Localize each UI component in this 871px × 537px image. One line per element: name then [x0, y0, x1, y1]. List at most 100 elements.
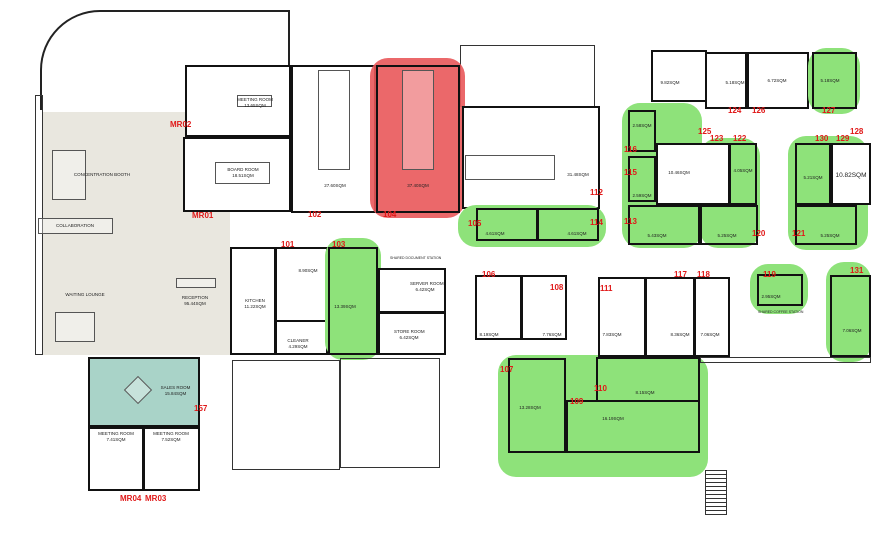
room-number-MR03[interactable]: MR03	[145, 494, 167, 503]
office-106-area: 8.19SQM	[479, 332, 499, 337]
room-number-117[interactable]: 117	[674, 270, 687, 279]
room-number-102[interactable]: 102	[308, 210, 322, 219]
office-114-area: 4.61SQM	[567, 231, 587, 236]
cleaner-label: CLEANER	[287, 338, 309, 343]
office-131-area: 7.06SQM	[842, 328, 862, 333]
office-124-area: 5.18SQM	[725, 80, 745, 85]
office-103	[328, 247, 378, 355]
occupied-highlight-104	[370, 58, 465, 218]
room-number-110[interactable]: 110	[594, 384, 607, 393]
room-number-105[interactable]: 105	[468, 219, 482, 228]
room-number-103[interactable]: 103	[332, 240, 346, 249]
collaboration-table	[38, 218, 113, 234]
room-number-114[interactable]: 114	[590, 218, 603, 227]
mr03-label: MEETING ROOM	[153, 431, 189, 436]
server-room	[378, 268, 446, 313]
open-office-104-area: 37.40SQM	[407, 183, 429, 188]
room-number-119[interactable]: 119	[763, 270, 776, 279]
building-shell-top-mid	[460, 45, 595, 107]
office-129	[831, 143, 871, 205]
sales-room-area: 15.84SQM	[164, 391, 187, 396]
meeting-room-top	[185, 65, 291, 137]
office-103-area: 13.39SQM	[334, 304, 356, 309]
corridor-exterior-wall	[700, 357, 871, 363]
office-116	[628, 110, 656, 152]
office-110	[596, 357, 700, 402]
room-number-104[interactable]: 104	[383, 210, 397, 219]
board-room	[183, 137, 291, 212]
office-120-area: 5.25SQM	[717, 233, 737, 238]
waiting-lounge-label: WAITING LOUNGE	[65, 292, 105, 297]
room-number-124[interactable]: 124	[728, 106, 742, 115]
office-108	[521, 275, 567, 340]
office-117-area: 8.36SQM	[670, 332, 690, 337]
office-110-area: 8.15SQM	[635, 390, 655, 395]
kitchen	[230, 247, 276, 355]
desk-cluster-112	[465, 155, 555, 180]
sales-room	[88, 357, 200, 427]
room-number-106[interactable]: 106	[482, 270, 496, 279]
room-number-MR04[interactable]: MR04	[120, 494, 142, 503]
meeting-room-top-label: MEETING ROOM	[237, 97, 273, 102]
room-number-127[interactable]: 127	[822, 106, 836, 115]
lounge-sofa	[55, 312, 95, 342]
reception-desk	[176, 278, 216, 288]
room-number-112[interactable]: 112	[590, 188, 603, 197]
open-office-112	[462, 106, 600, 209]
office-118-area: 7.06SQM	[700, 332, 720, 337]
store-room	[378, 312, 446, 355]
room-number-126[interactable]: 126	[752, 106, 766, 115]
room-number-121[interactable]: 121	[792, 229, 806, 238]
room-number-MR01[interactable]: MR01	[192, 211, 214, 220]
room-number-120[interactable]: 120	[752, 229, 766, 238]
office-124	[705, 52, 747, 109]
office-108-area: 7.76SQM	[542, 332, 562, 337]
office-107-area: 13.28SQM	[519, 405, 541, 410]
board-room-label: BOARD ROOM	[227, 167, 259, 172]
room-number-101[interactable]: 101	[281, 240, 295, 249]
concentration-booth-label: CONCENTRATION BOOTH	[73, 172, 131, 177]
shared-coffee-station-label: SHARED COFFEE STATION	[758, 310, 804, 314]
room-number-129[interactable]: 129	[836, 134, 850, 143]
room-number-116[interactable]: 116	[624, 145, 637, 154]
office-119	[757, 274, 803, 306]
room-number-MR02[interactable]: MR02	[170, 120, 192, 129]
room-number-108[interactable]: 108	[550, 283, 564, 292]
room-number-113[interactable]: 113	[624, 217, 637, 226]
room-number-157[interactable]: 157	[194, 404, 208, 413]
cleaner-area: 4.29SQM	[288, 344, 308, 349]
office-127-area: 5.18SQM	[820, 78, 840, 83]
room-number-125[interactable]: 125	[698, 127, 712, 136]
office-130-area: 5.21SQM	[803, 175, 823, 180]
room-number-107[interactable]: 107	[500, 365, 514, 374]
room-number-115[interactable]: 115	[624, 168, 637, 177]
shared-document-station-label: SHARED DOCUMENT STATION	[390, 256, 442, 260]
room-number-111[interactable]: 111	[600, 284, 613, 293]
office-129-area: 10.82SQM	[835, 172, 867, 179]
office-109	[566, 400, 700, 453]
office-114	[537, 208, 599, 241]
lobby-area-lower	[43, 240, 228, 355]
office-119-area: 2.95SQM	[761, 294, 781, 299]
room-number-131[interactable]: 131	[850, 266, 864, 275]
room-number-122[interactable]: 122	[733, 134, 747, 143]
room-number-118[interactable]: 118	[697, 270, 710, 279]
mr04-label: MEETING ROOM	[98, 431, 134, 436]
reception-area: 95.44SQM	[184, 301, 206, 306]
building-shell-left	[35, 95, 43, 355]
room-number-130[interactable]: 130	[815, 134, 829, 143]
room-number-128[interactable]: 128	[850, 127, 864, 136]
kitchen-area: 11.22SQM	[244, 304, 266, 309]
desk-cluster-104	[402, 70, 434, 170]
room-number-109[interactable]: 109	[570, 397, 584, 406]
office-101-area: 8.90SQM	[298, 268, 318, 273]
room-number-123[interactable]: 123	[710, 134, 724, 143]
office-126	[747, 52, 809, 109]
server-room-label: SERVER ROOM	[410, 281, 444, 286]
office-111-area: 7.83SQM	[602, 332, 622, 337]
office-113-area: 5.43SQM	[647, 233, 667, 238]
building-shell-top-left	[40, 10, 290, 110]
office-117	[645, 277, 695, 357]
office-122-area: 4.05SQM	[733, 168, 753, 173]
available-highlight-107-110	[498, 355, 708, 477]
